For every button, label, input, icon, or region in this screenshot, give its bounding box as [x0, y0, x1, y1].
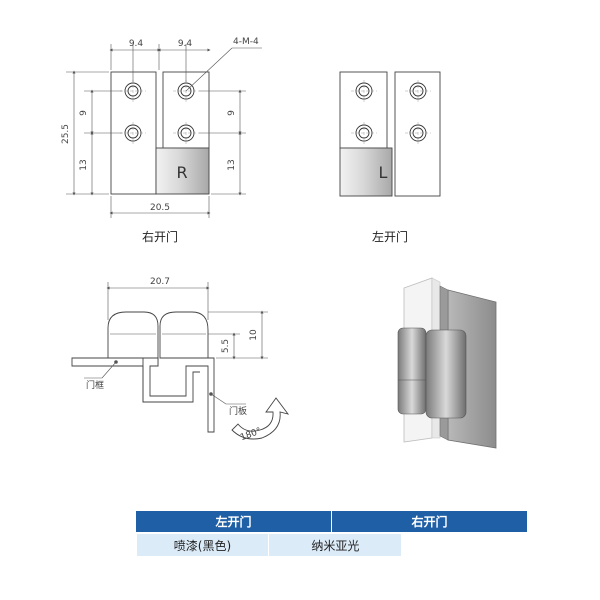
dim-13-right: 13: [227, 159, 237, 170]
table-row: 喷漆(黑色) 纳米亚光: [135, 532, 528, 557]
header-right-door: 右开门: [330, 510, 529, 533]
front-view-right-door: R 9.4 9.4 4-M-4 25.5 9 13: [61, 37, 262, 244]
dim-height-25-5: 25.5: [61, 124, 71, 144]
table-header-row: 左开门 右开门: [135, 510, 529, 533]
dim-hole-9-left: 9: [79, 110, 89, 116]
dim-height-10: 10: [249, 329, 259, 341]
label-door-frame: 门框: [86, 379, 104, 391]
dim-width-20-5: 20.5: [150, 203, 170, 213]
rotation-arrow-icon: [231, 397, 290, 440]
dim-width-20-7: 20.7: [150, 277, 170, 287]
knuckle-lower-left: [397, 327, 427, 415]
hinge-3d-render: [397, 277, 497, 449]
header-left-door: 左开门: [135, 510, 332, 533]
finish-spec-table: 左开门 右开门 喷漆(黑色) 纳米亚光: [135, 510, 529, 557]
left-knuckle-body: [107, 311, 159, 359]
cell-nano-matte: 纳米亚光: [268, 533, 403, 557]
dim-13-left: 13: [79, 159, 89, 170]
section-view: 20.7 10 5.5 门框 门板: [71, 277, 290, 443]
caption-left-door: 左开门: [372, 229, 408, 244]
dim-height-5-5: 5.5: [221, 339, 231, 353]
knuckle-main: [425, 329, 467, 419]
right-leaf: [394, 71, 441, 197]
left-leaf-upper: [339, 71, 388, 149]
cell-empty: [401, 533, 528, 557]
dim-thread-label: 4-M-4: [233, 37, 259, 47]
dim-width-9-4-left: 9.4: [129, 39, 144, 49]
cell-paint-black: 喷漆(黑色): [135, 533, 270, 557]
label-door-panel: 门板: [229, 405, 247, 417]
letter-r: R: [176, 163, 187, 182]
front-view-left-door: L 左开门: [339, 71, 441, 244]
door-panel-profile: [142, 357, 215, 433]
dim-width-9-4-right: 9.4: [178, 39, 193, 49]
dim-hole-9-right: 9: [227, 110, 237, 116]
letter-l: L: [379, 163, 388, 182]
caption-right-door: 右开门: [142, 229, 178, 244]
right-knuckle-body: [159, 311, 209, 359]
right-leaf-upper: [162, 71, 210, 149]
